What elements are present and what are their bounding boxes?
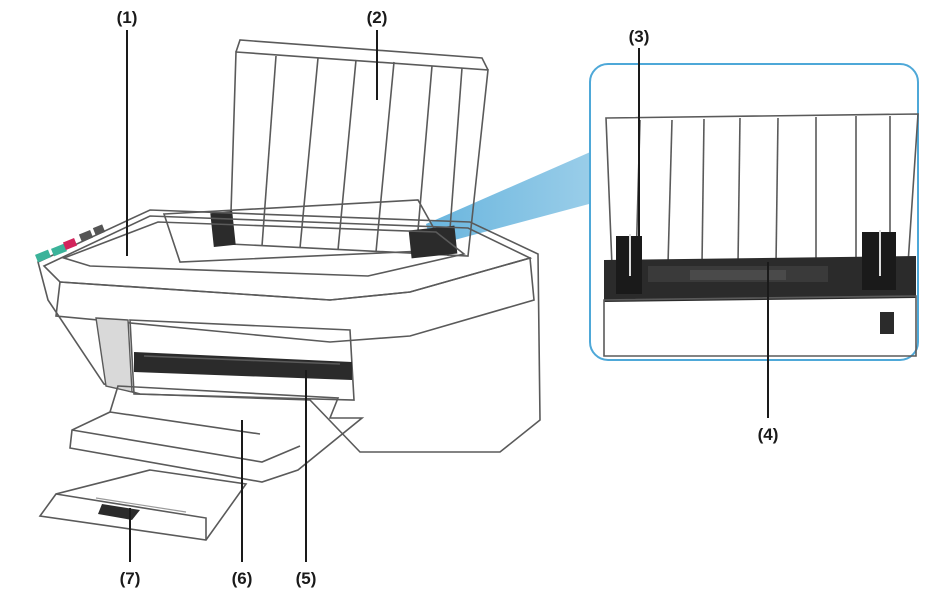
label-7: (7) xyxy=(120,569,141,588)
label-6: (6) xyxy=(232,569,253,588)
label-4: (4) xyxy=(758,425,779,444)
label-1: (1) xyxy=(117,8,138,27)
printer xyxy=(35,39,541,541)
label-5: (5) xyxy=(296,569,317,588)
detail-inset xyxy=(589,63,919,361)
label-2: (2) xyxy=(367,8,388,27)
label-3: (3) xyxy=(629,27,650,46)
paper-support xyxy=(229,39,489,257)
callout-beam xyxy=(426,146,604,246)
